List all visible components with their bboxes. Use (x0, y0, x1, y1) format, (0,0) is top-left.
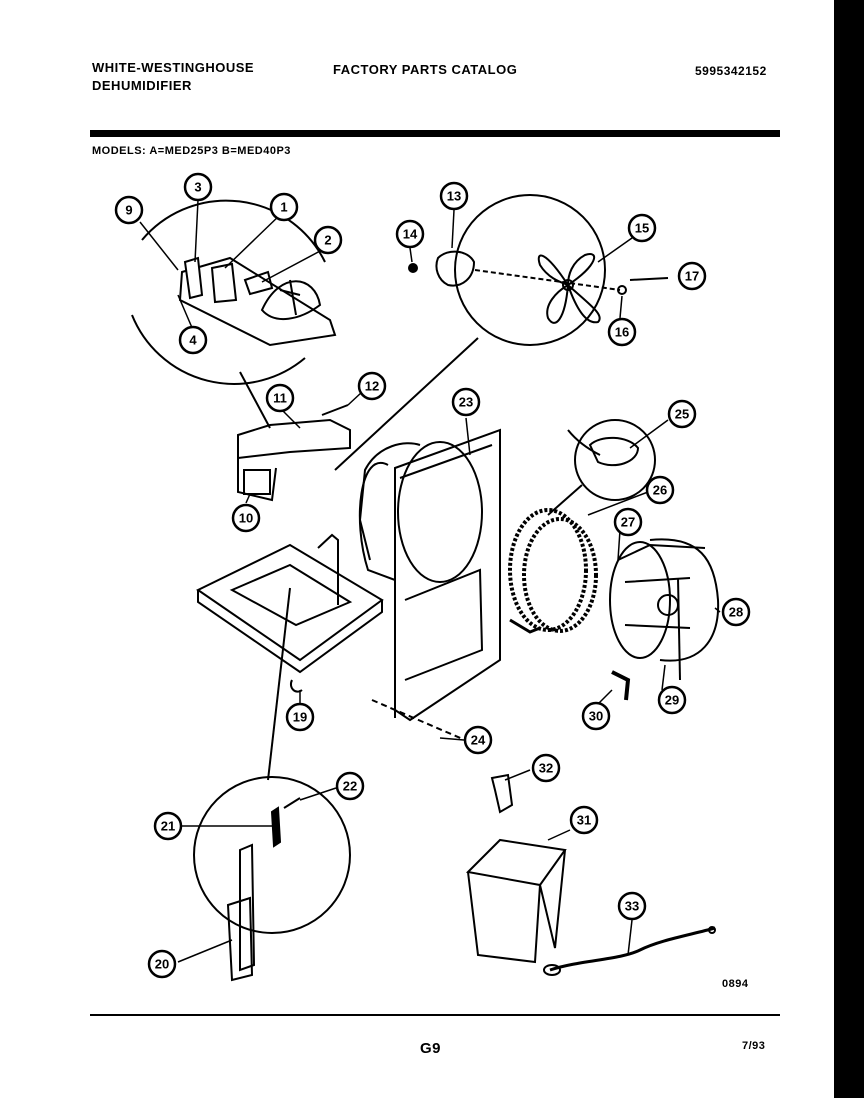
drum-assembly (609, 538, 720, 701)
callout-31: 31 (569, 805, 599, 835)
callout-label: 3 (194, 180, 201, 195)
power-cord (543, 926, 716, 976)
callout-26: 26 (645, 475, 675, 505)
callout-label: 17 (685, 269, 699, 284)
brand-line-2: DEHUMIDIFIER (92, 78, 192, 93)
callout-22: 22 (335, 771, 365, 801)
callout-17: 17 (677, 261, 707, 291)
switch-bracket-detail (193, 587, 351, 982)
callout-label: 9 (125, 203, 132, 218)
base-pan (196, 533, 384, 693)
callout-label: 10 (239, 511, 253, 526)
callout-13: 13 (439, 181, 469, 211)
callout-29: 29 (657, 685, 687, 715)
callout-1: 1 (269, 192, 299, 222)
footer-rule (90, 1014, 780, 1016)
callout-3: 3 (183, 172, 213, 202)
callout-15: 15 (627, 213, 657, 243)
models-line: MODELS: A=MED25P3 B=MED40P3 (92, 145, 291, 157)
callout-label: 22 (343, 779, 357, 794)
callout-32: 32 (531, 753, 561, 783)
callout-label: 2 (324, 233, 331, 248)
catalog-number: 5995342152 (695, 64, 767, 78)
water-bucket (465, 773, 567, 964)
callout-9: 9 (114, 195, 144, 225)
callout-25: 25 (667, 399, 697, 429)
callout-24: 24 (463, 725, 493, 755)
callout-12: 12 (357, 371, 387, 401)
callout-4: 4 (178, 325, 208, 355)
callout-label: 21 (161, 819, 175, 834)
callout-label: 19 (293, 710, 307, 725)
callout-label: 23 (459, 395, 473, 410)
main-housing (358, 428, 501, 741)
callout-label: 16 (615, 325, 629, 340)
callout-16: 16 (607, 317, 637, 347)
callout-label: 15 (635, 221, 649, 236)
callout-label: 28 (729, 605, 743, 620)
callout-11: 11 (265, 383, 295, 413)
callout-label: 25 (675, 407, 689, 422)
callout-label: 26 (653, 483, 667, 498)
coil-assembly (508, 419, 656, 634)
callout-27: 27 (613, 507, 643, 537)
control-assembly-detail (131, 199, 337, 429)
callout-label: 33 (625, 899, 639, 914)
callout-30: 30 (581, 701, 611, 731)
callout-label: 31 (577, 813, 591, 828)
page-code: G9 (420, 1040, 442, 1057)
callout-label: 20 (155, 957, 169, 972)
drawing-code: 0894 (722, 978, 749, 990)
revision-date: 7/93 (742, 1040, 766, 1052)
callout-label: 30 (589, 709, 603, 724)
brand-line-1: WHITE-WESTINGHOUSE (92, 60, 255, 75)
callout-20: 20 (147, 949, 177, 979)
callout-leaders (139, 199, 721, 963)
callout-2: 2 (313, 225, 343, 255)
callout-19: 19 (285, 702, 315, 732)
callout-label: 14 (403, 227, 418, 242)
page-edge-border (834, 0, 864, 1098)
callout-21: 21 (153, 811, 183, 841)
callout-label: 1 (280, 200, 287, 215)
callout-label: 27 (621, 515, 635, 530)
callout-label: 4 (189, 333, 197, 348)
callout-label: 32 (539, 761, 553, 776)
callout-label: 11 (273, 391, 287, 406)
callout-14: 14 (395, 219, 425, 249)
callout-10: 10 (231, 503, 261, 533)
callout-33: 33 (617, 891, 647, 921)
callout-label: 12 (365, 379, 379, 394)
header-rule (90, 130, 780, 137)
callout-label: 24 (471, 733, 486, 748)
callout-23: 23 (451, 387, 481, 417)
callout-28: 28 (721, 597, 751, 627)
mounting-bracket (237, 404, 351, 502)
callout-label: 13 (447, 189, 461, 204)
callout-label: 29 (665, 693, 679, 708)
catalog-title: FACTORY PARTS CATALOG (333, 62, 518, 77)
fan-assembly-detail (334, 194, 669, 471)
